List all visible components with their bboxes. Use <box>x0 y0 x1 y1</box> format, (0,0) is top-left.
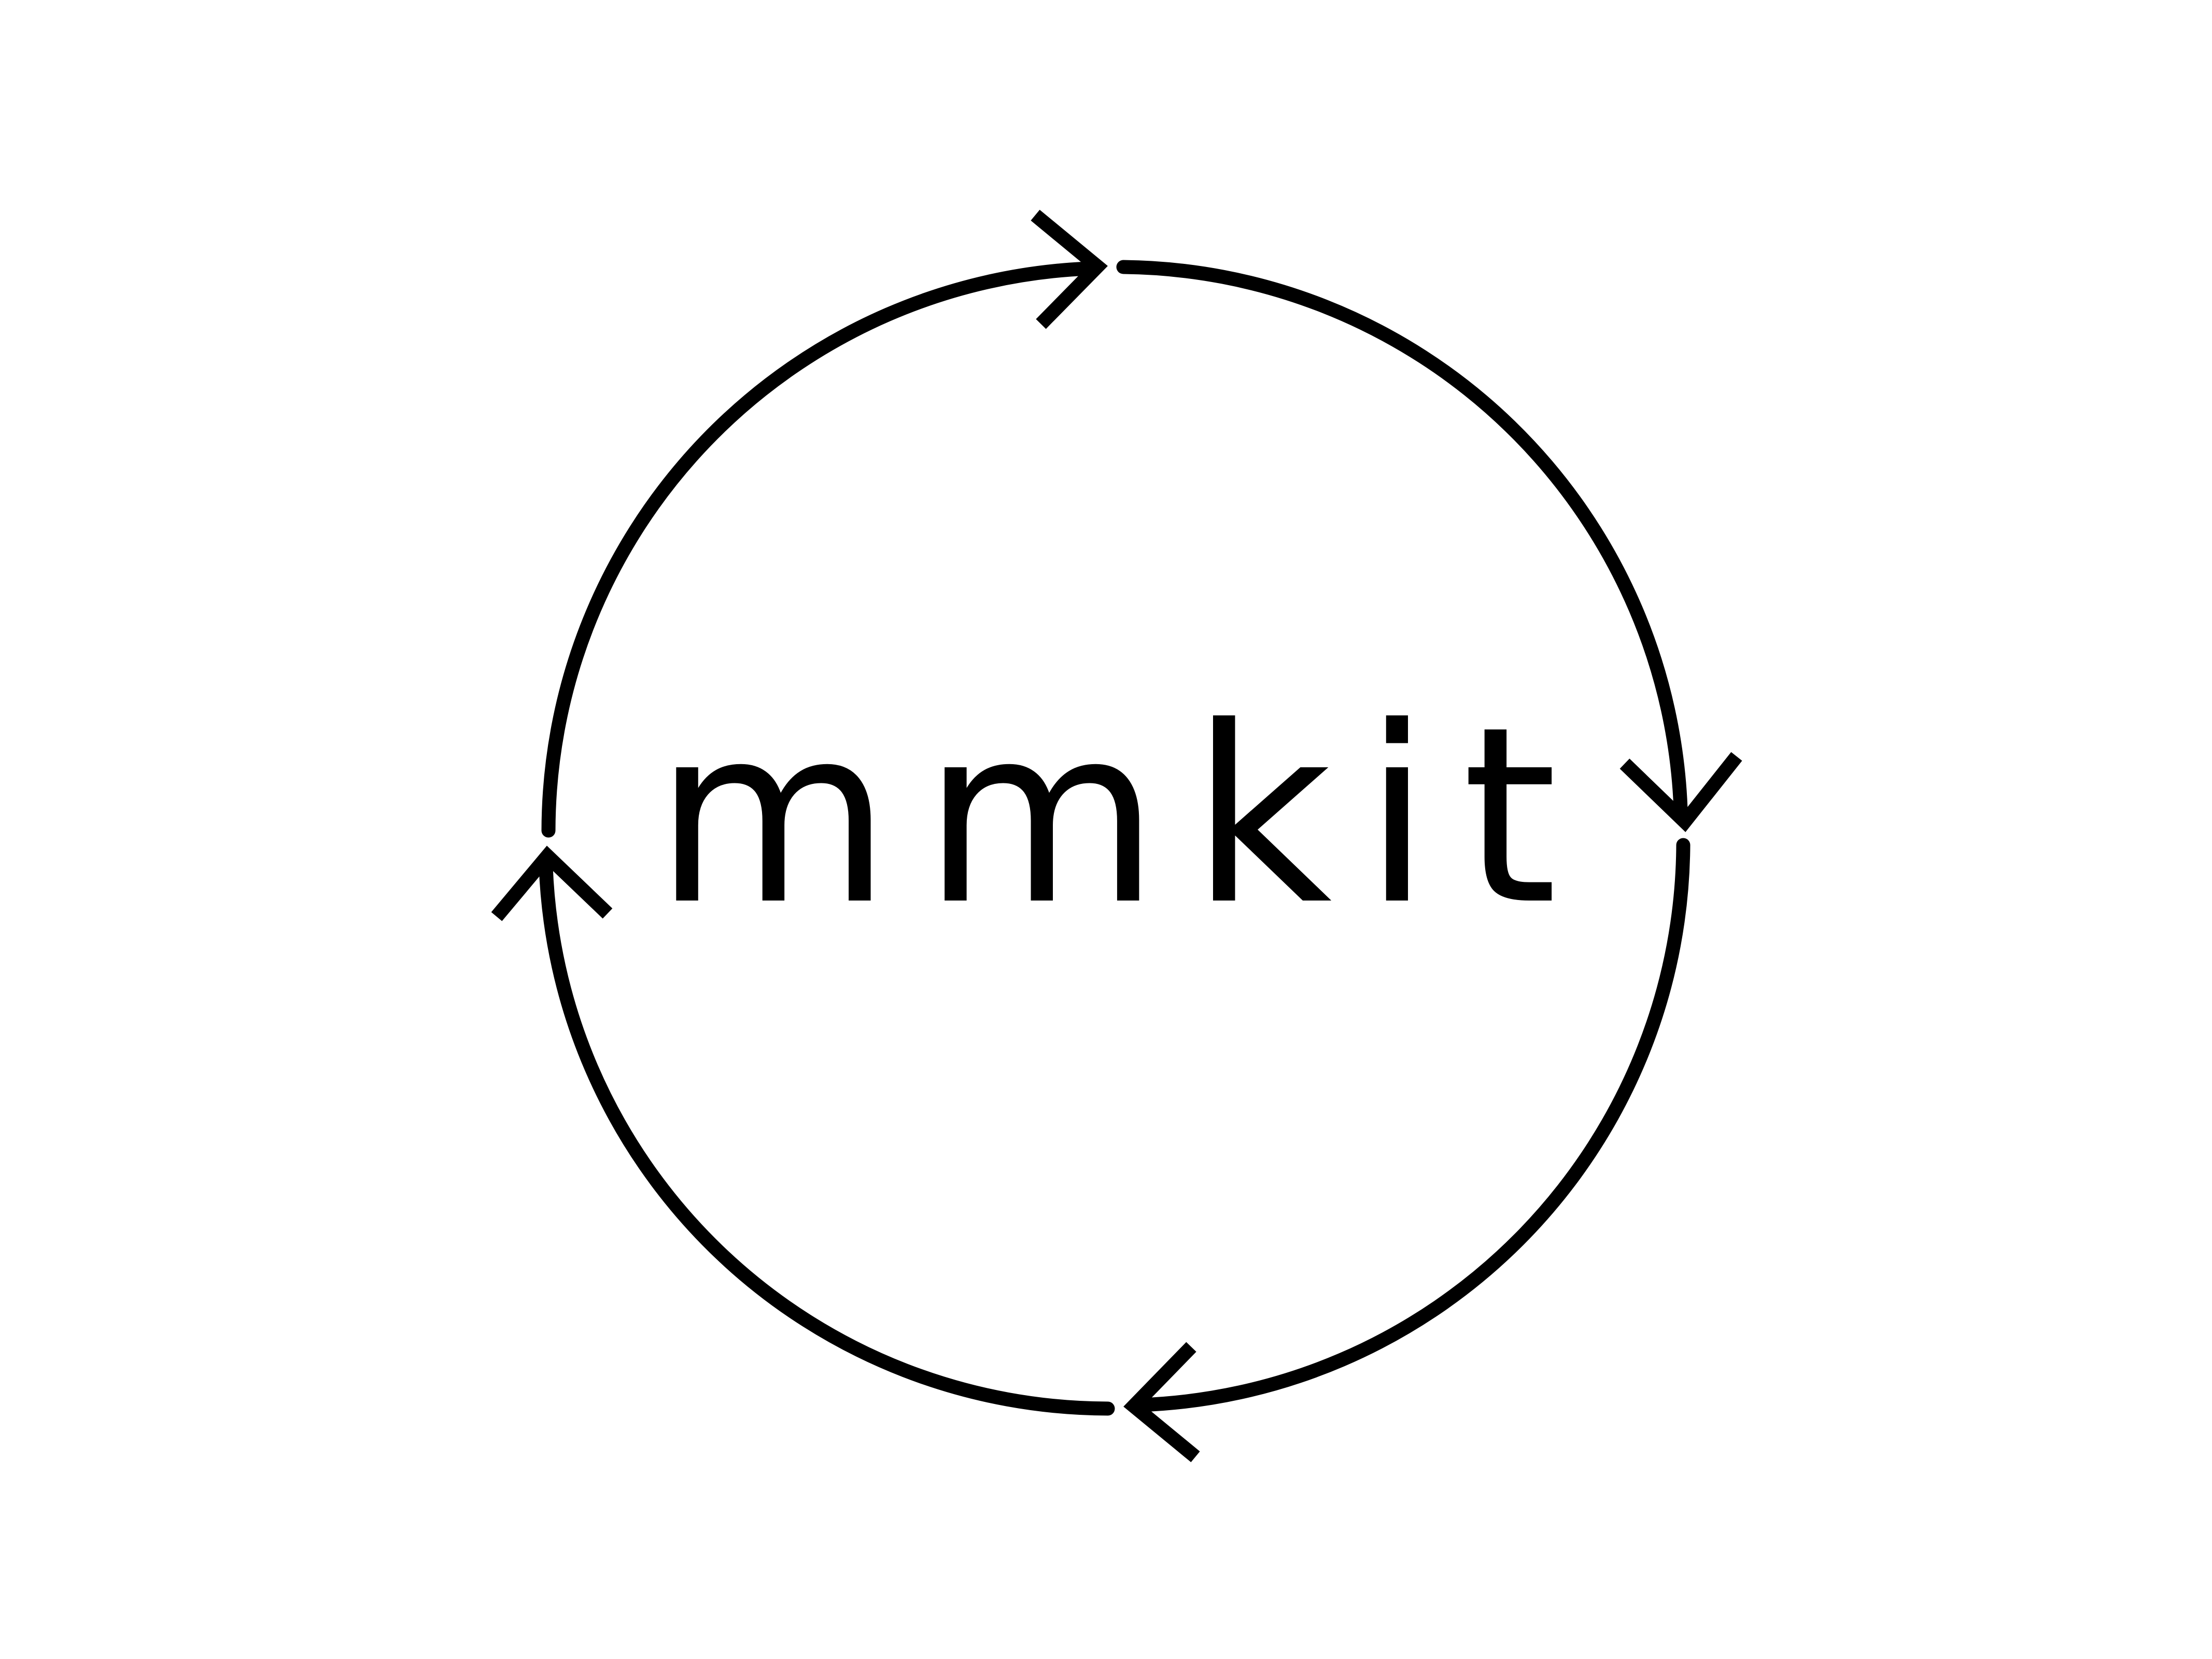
chevron-arrow-icon-right <box>1619 752 1742 833</box>
chevron-arrow-icon-bottom <box>1123 1342 1200 1463</box>
cycle-arc-top-left <box>541 261 1096 838</box>
wordmark-text: mmkit <box>654 674 1589 958</box>
cycle-arrows <box>491 209 1742 1463</box>
cycle-ring <box>539 260 1690 1416</box>
chevron-arrow-icon-left <box>491 846 613 921</box>
chevron-arrow-icon-top <box>1031 209 1108 329</box>
cycle-arc-top-right <box>1116 260 1688 816</box>
cycle-arc-bottom-left <box>539 860 1115 1416</box>
cycle-arc-bottom-right <box>1133 838 1690 1412</box>
